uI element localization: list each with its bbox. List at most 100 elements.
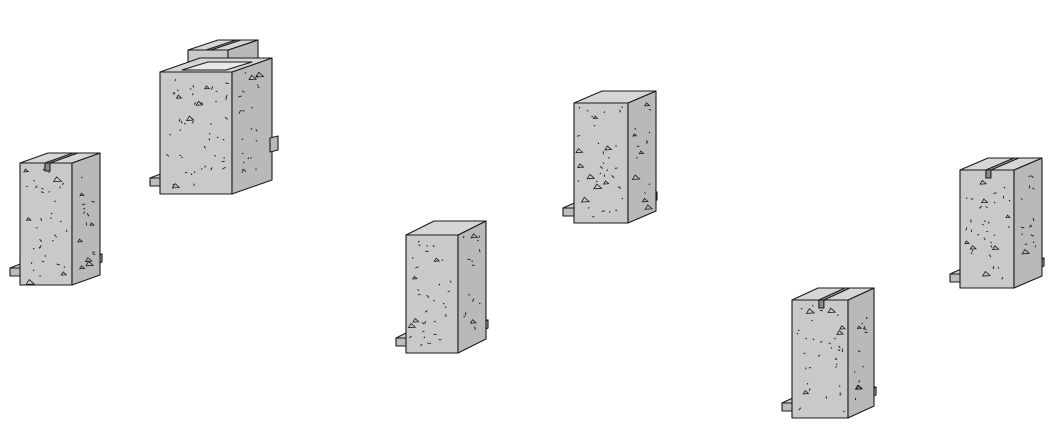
pedestal-far-left-side-speck: [81, 203, 86, 206]
pedestal-far-right-front-speck: [985, 206, 988, 209]
pedestal-center-side-face: [457, 220, 487, 354]
pedestal-center-front-face: [405, 234, 459, 354]
pedestal-tall-hollow-front-speck: [166, 153, 170, 157]
pedestal-center-side-aggregate: [470, 233, 479, 239]
pedestal-far-left-front-aggregate: [60, 271, 68, 276]
pedestal-far-left-side-aggregate: [78, 265, 86, 270]
pedestal-far-left-front-speck: [33, 180, 35, 182]
pedestal-far-left-front-speck: [48, 191, 50, 193]
pedestal-center-right-front-speck: [615, 209, 618, 212]
pedestal-center-right-front-speck: [577, 180, 580, 182]
pedestal-tall-hollow-front-speck: [184, 171, 188, 174]
pedestal-far-left-front-speck: [48, 171, 50, 174]
pedestal-center-right-side-face: [627, 90, 657, 224]
pedestal-tall-hollow-front-aggregate: [171, 182, 181, 189]
pedestal-far-left-front-speck: [63, 266, 66, 268]
pedestal-center-side-speck: [472, 298, 475, 302]
pedestal-front-right-side-speck: [854, 371, 856, 373]
pedestal-far-right-side-speck: [1020, 198, 1023, 200]
pedestal-center-front-speck: [447, 290, 450, 292]
pedestal-far-right-front-speck: [1008, 200, 1011, 202]
pedestal-center-right-front-speck: [621, 197, 624, 200]
pedestal-far-right-front-speck: [1008, 226, 1010, 228]
pedestal-front-right-side-face: [847, 287, 875, 419]
pedestal-center-side-speck: [478, 235, 481, 238]
pedestal-center-front-speck: [433, 333, 437, 335]
pedestal-far-right-front-speck: [1003, 186, 1006, 189]
pedestal-center-right-side-speck: [648, 183, 651, 185]
pedestal-tall-hollow-front-speck: [216, 136, 219, 139]
pedestal-center-right-side-speck: [645, 142, 648, 144]
pedestal-center-right-top-face: [573, 90, 657, 104]
pedestal-far-right-front-speck: [990, 245, 993, 248]
pedestal-far-left-front-speck: [39, 245, 42, 249]
pedestal-tall-hollow-side-face: [231, 57, 273, 195]
pedestal-front-right-side-speck: [863, 325, 866, 330]
pedestal-tall-hollow-front-speck: [174, 79, 176, 82]
pedestal-far-left-front-speck: [32, 247, 35, 250]
pedestal-center-right-front-speck: [617, 186, 622, 189]
pedestal-front-right-side-aggregate: [854, 384, 863, 390]
pedestal-center-right-front-aggregate: [592, 115, 599, 119]
pedestal-tall-hollow-front-speck: [225, 82, 229, 85]
pedestal-center-right-front-aggregate: [575, 147, 584, 154]
pedestal-center-front-aggregate: [412, 317, 420, 323]
pedestal-far-right-side-face: [1013, 157, 1043, 289]
pedestal-center-right-front-speck: [596, 180, 598, 183]
pedestal-far-left-side-aggregate: [79, 192, 85, 197]
pedestal-far-left-front-speck: [35, 227, 38, 229]
pedestal-center-right-front-speck: [597, 142, 600, 145]
pedestal-far-right-front-speck: [971, 250, 974, 252]
pedestal-far-left-front-speck: [26, 185, 28, 187]
pedestal-front-right-front-speck: [812, 338, 815, 341]
pedestal-far-right-front-face: [959, 169, 1015, 289]
pedestal-center-right-side-aggregate: [638, 150, 645, 155]
pedestal-center-side-speck: [467, 258, 471, 261]
pedestal-tall-hollow-side-speck: [243, 168, 247, 173]
pedestal-center-right-front-speck: [591, 115, 593, 118]
pedestal-far-right-side-speck: [1030, 234, 1035, 237]
pedestal-center-right-front-speck: [578, 107, 581, 109]
pedestal-front-right: [781, 287, 877, 419]
pedestal-center-side-speck: [478, 249, 481, 253]
pedestal-front-right-side-speck: [855, 397, 857, 401]
pedestal-tall-hollow-front-speck: [204, 165, 207, 168]
pedestal-tall-hollow-front-speck: [192, 85, 195, 88]
pedestal-center-side-speck: [479, 302, 481, 305]
pedestal-far-left: [9, 152, 103, 286]
pedestal-center-right-front-speck: [603, 111, 606, 114]
pedestal-front-right-front-aggregate: [805, 308, 816, 314]
pedestal-center-right-side-speck: [644, 192, 646, 194]
pedestal-far-left-front-speck: [59, 220, 62, 223]
pedestal-tall-hollow-front-speck: [210, 168, 212, 170]
pedestal-front-right-front-speck: [835, 366, 837, 368]
pedestal-center-front-speck: [441, 259, 444, 261]
pedestal-center-side-speck: [468, 294, 471, 296]
pedestal-far-left-front-speck: [42, 168, 45, 171]
pedestal-tall-hollow-side-speck: [250, 128, 253, 130]
pedestal-far-left-front-speck: [54, 234, 58, 238]
pedestal-center-right-front-speck: [611, 175, 615, 179]
pedestal-center-side-speck: [463, 315, 465, 318]
pedestal-far-left-slot-front: [44, 162, 51, 172]
pedestal-tall-hollow-side-speck: [241, 171, 244, 173]
pedestal-center-side-aggregate: [469, 319, 478, 324]
pedestal-center-right-front-speck: [586, 110, 589, 112]
pedestal-center-right-front-speck: [609, 211, 611, 213]
pedestal-front-right-side-speck: [864, 331, 868, 333]
pedestal-far-left-front-speck: [39, 275, 41, 277]
pedestal-front-right-front-speck: [798, 329, 800, 332]
pedestal-far-left-side-speck: [85, 222, 87, 226]
pedestal-center-side-speck: [471, 264, 475, 266]
pedestal-tall-hollow-front-speck: [222, 138, 225, 141]
pedestal-tall-hollow-side-speck: [256, 75, 259, 78]
pedestal-far-left-front-speck: [41, 260, 45, 263]
pedestal-front-right-front-speck: [817, 354, 821, 357]
pedestal-center-right: [562, 90, 658, 224]
pedestal-far-right-front-speck: [970, 198, 974, 200]
pedestal-center-right-front-speck: [614, 167, 618, 169]
pedestal-center-front-speck: [433, 300, 435, 302]
pedestal-tall-hollow-front-speck: [190, 173, 193, 175]
pedestal-center-front-speck: [415, 266, 419, 269]
